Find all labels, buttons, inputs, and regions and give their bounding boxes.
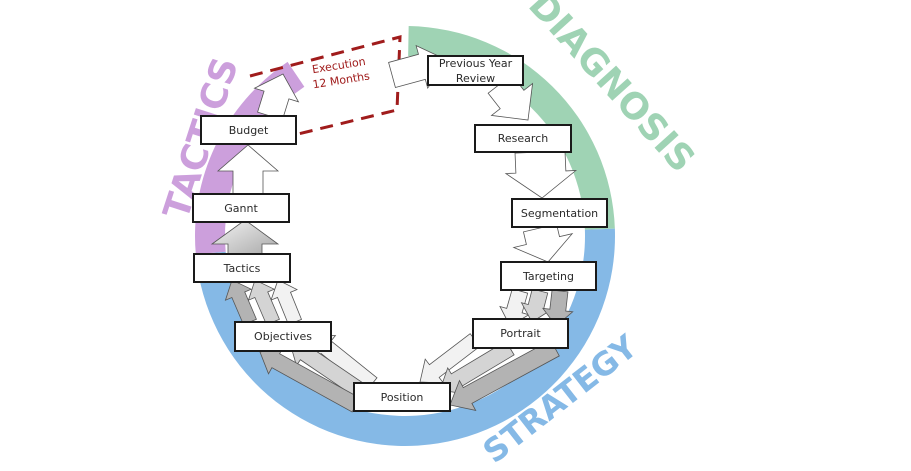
arrow-segmentation-to-targeting bbox=[512, 223, 574, 263]
step-label: Position bbox=[380, 390, 424, 404]
arrow-portrait-to-position-2 bbox=[439, 340, 515, 395]
arrow-tactics-to-gannt bbox=[210, 219, 280, 255]
arrow-targeting-to-portrait-2 bbox=[520, 288, 552, 323]
step-label: Portrait bbox=[500, 327, 541, 340]
arrow-gannt-to-budget bbox=[216, 144, 280, 195]
arrow-objectives-to-tactics-2 bbox=[247, 279, 280, 326]
arrow-objectives-to-tactics-3 bbox=[224, 279, 257, 326]
arrow-position-to-objectives-3 bbox=[259, 347, 361, 413]
step-label: Objectives bbox=[254, 330, 312, 343]
step-label: Targeting bbox=[522, 269, 575, 283]
step-label: Research bbox=[497, 132, 549, 145]
step-label: Segmentation bbox=[520, 206, 599, 220]
step-previous-year-review: Previous Year Review bbox=[427, 55, 524, 86]
strategy-phase-arc bbox=[195, 228, 615, 446]
step-tactics: Tactics bbox=[193, 253, 291, 283]
marketing-planning-cycle-diagram: TACTICS DIAGNOSIS STRATEGY Execution 12 … bbox=[156, 0, 702, 471]
step-budget: Budget bbox=[200, 115, 297, 145]
arrow-portrait-to-position-3 bbox=[449, 339, 560, 411]
step-label: Tactics bbox=[223, 261, 261, 275]
step-research: Research bbox=[474, 124, 572, 153]
arrow-objectives-to-tactics-1 bbox=[270, 279, 303, 326]
step-label: Gannt bbox=[224, 201, 258, 215]
step-label: Budget bbox=[228, 123, 269, 137]
step-gannt: Gannt bbox=[192, 193, 290, 223]
arrow-budget-to-execution bbox=[253, 73, 300, 121]
step-targeting: Targeting bbox=[500, 261, 597, 291]
step-portrait: Portrait bbox=[472, 318, 569, 349]
arrow-research-to-segmentation bbox=[504, 150, 578, 199]
step-objectives: Objectives bbox=[234, 321, 332, 352]
step-position: Position bbox=[353, 382, 451, 412]
step-label-line2: Review bbox=[455, 71, 496, 85]
step-segmentation: Segmentation bbox=[511, 198, 608, 228]
step-label: Previous Year bbox=[438, 56, 513, 70]
